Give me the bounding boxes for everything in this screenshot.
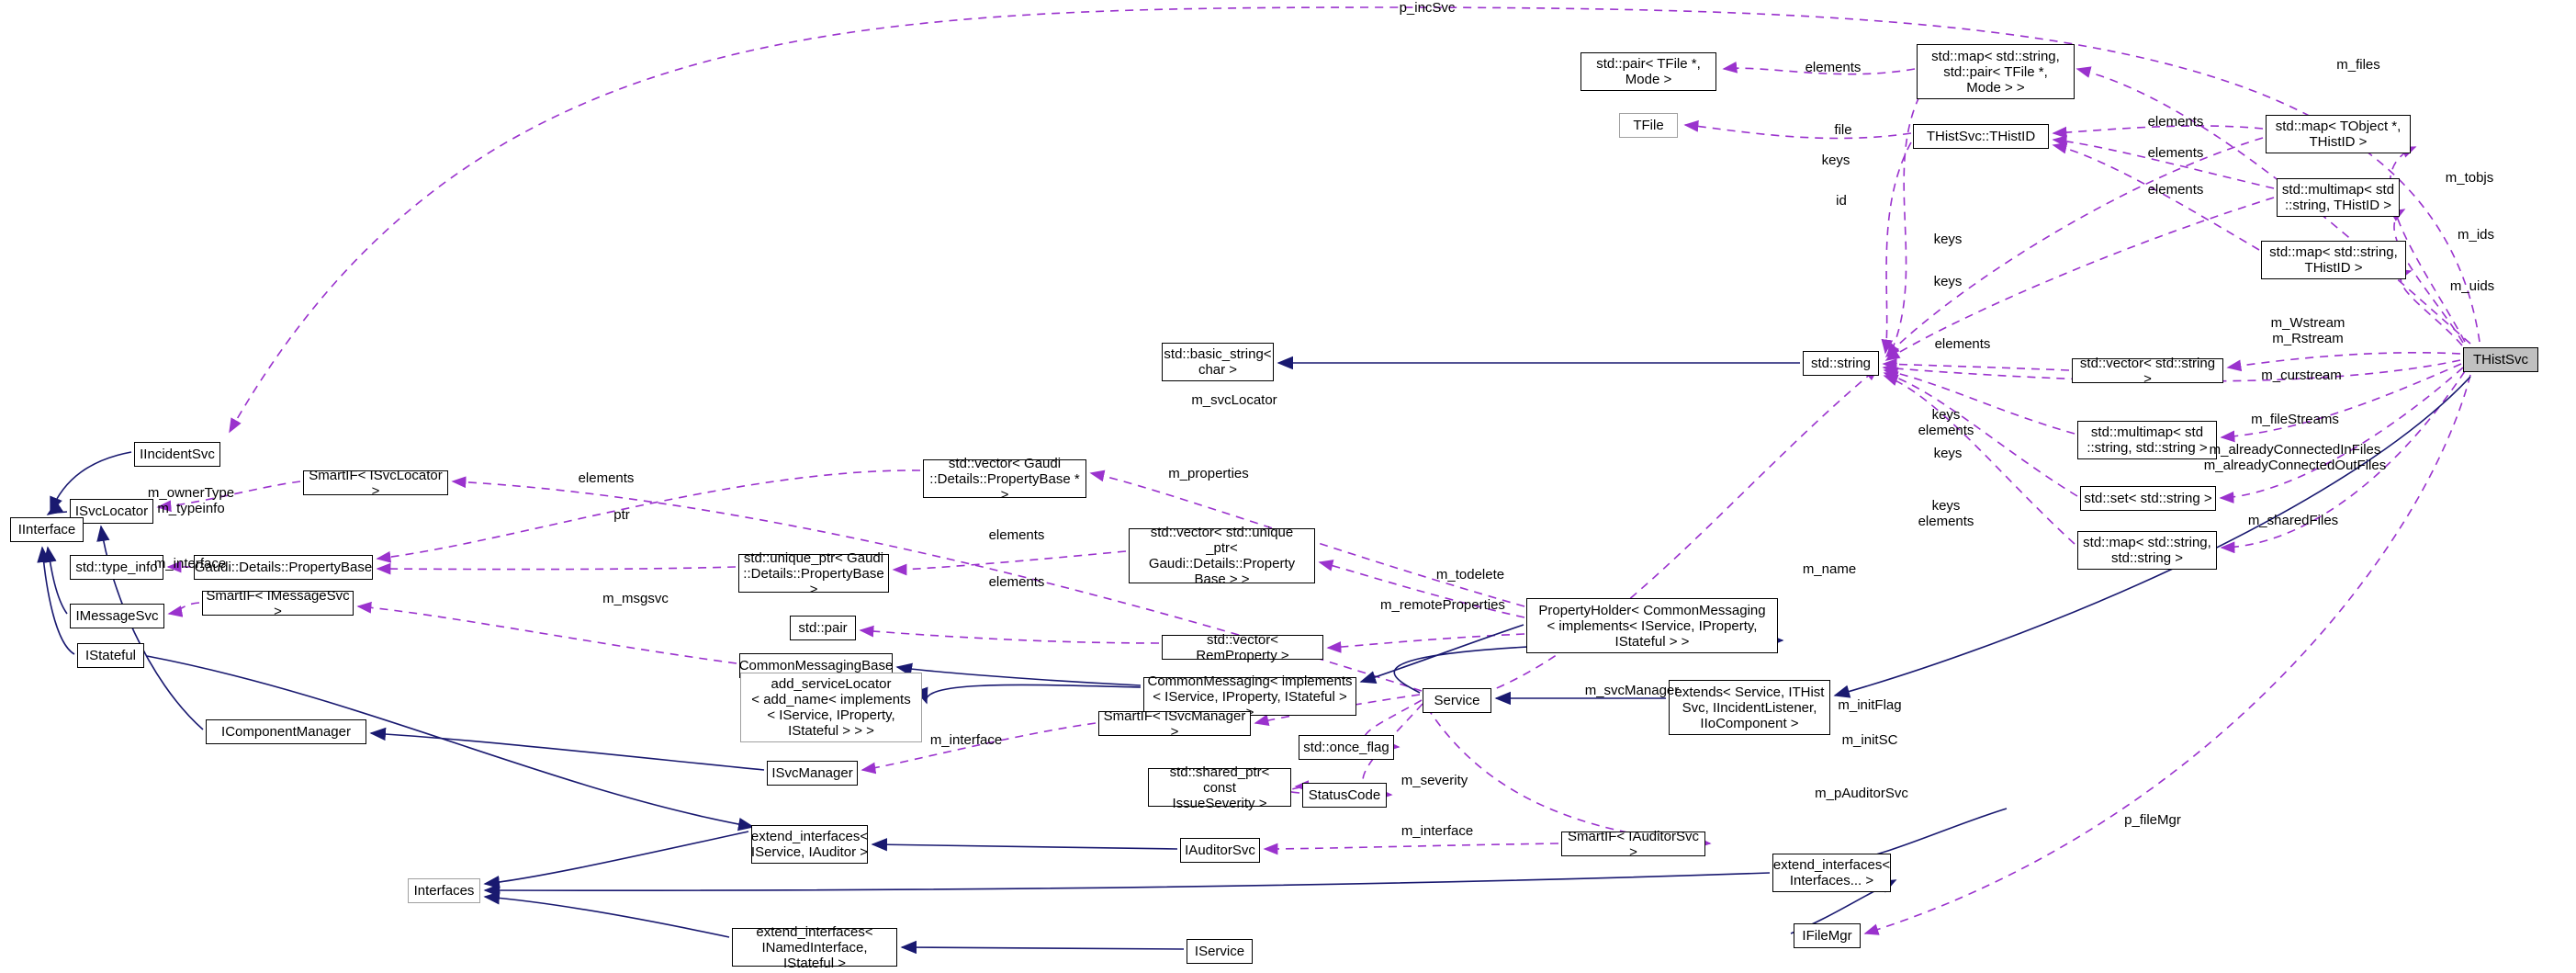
class-node-smartif-iauditorsvc[interactable]: SmartIF< IAuditorSvc > <box>1561 829 1705 860</box>
class-node-multimap-string-thistid[interactable]: std::multimap< std ::string, THistID > <box>2277 178 2400 217</box>
edge-label-keys-elements-2: keys elements <box>1918 498 1974 529</box>
class-node-basic-string-char[interactable]: std::basic_string< char > <box>1162 343 1274 381</box>
class-node-vector-remproperty[interactable]: std::vector< RemProperty > <box>1162 632 1323 663</box>
edge-label-keys-3: keys <box>1933 274 1963 289</box>
class-node-imessagesvc[interactable]: IMessageSvc <box>70 604 164 628</box>
class-node-ifilemgr[interactable]: IFileMgr <box>1794 923 1861 948</box>
class-node-map-string-string[interactable]: std::map< std::string, std::string > <box>2077 531 2217 570</box>
edge-label-p-filemgr: p_fileMgr <box>2124 812 2181 828</box>
edge-label-m-msgsvc: m_msgsvc <box>602 591 669 606</box>
edge-label-elements-2: elements <box>2147 114 2204 130</box>
edge-label-m-initflag: m_initFlag <box>1838 697 1902 713</box>
edge-label-elements-4: elements <box>2147 182 2204 198</box>
edge-label-m-name: m_name <box>1802 561 1857 577</box>
edge-label-p-incsvc: p_incSvc <box>1399 0 1456 16</box>
class-node-map-string-pair[interactable]: std::map< std::string, std::pair< TFile … <box>1917 44 2075 99</box>
class-node-extend-interfaces-iservice-iauditor[interactable]: extend_interfaces< IService, IAuditor > <box>751 825 868 864</box>
class-node-string[interactable]: std::string <box>1803 351 1879 376</box>
class-node-pair-tfile-mode[interactable]: std::pair< TFile *, Mode > <box>1580 52 1716 91</box>
class-node-iauditorsvc[interactable]: IAuditorSvc <box>1180 838 1260 863</box>
class-node-istateful[interactable]: IStateful <box>77 643 144 668</box>
edge-label-m-initsc: m_initSC <box>1841 732 1898 748</box>
edge-label-m-remoteproperties: m_remoteProperties <box>1380 597 1505 613</box>
class-node-vector-unique-ptr-propbase[interactable]: std::vector< std::unique _ptr< Gaudi::De… <box>1129 525 1315 587</box>
edge-label-ptr: ptr <box>613 507 630 523</box>
edge-label-m-svclocator: m_svcLocator <box>1191 392 1277 408</box>
class-node-iincidentsvc[interactable]: IIncidentSvc <box>134 442 220 467</box>
edge-label-m-files: m_files <box>2336 57 2380 73</box>
edge-label-m-ids: m_ids <box>2457 227 2494 243</box>
edge-label-id: id <box>1836 193 1847 209</box>
edge-label-elements-1: elements <box>1805 60 1862 75</box>
class-node-propertyholder[interactable]: PropertyHolder< CommonMessaging < implem… <box>1526 598 1778 653</box>
edge-label-m-ownertype: m_ownerType m_typeinfo <box>147 485 235 516</box>
edge-label-keys-1: keys <box>1821 153 1850 168</box>
edge-label-elements-6: elements <box>578 470 635 486</box>
class-node-pair[interactable]: std::pair <box>790 616 856 640</box>
class-node-vector-string[interactable]: std::vector< std::string > <box>2072 356 2223 387</box>
class-node-map-string-thistid[interactable]: std::map< std::string, THistID > <box>2261 241 2406 279</box>
edge-label-m-severity: m_severity <box>1400 773 1468 788</box>
edge-label-m-curstream: m_curstream <box>2261 368 2342 383</box>
class-node-map-tobject-thistid[interactable]: std::map< TObject *, THistID > <box>2266 115 2411 153</box>
class-node-vector-gaudi-propbase-ptr[interactable]: std::vector< Gaudi ::Details::PropertyBa… <box>923 456 1086 503</box>
edge-label-m-properties: m_properties <box>1168 466 1249 481</box>
edge-label-m-interface-1: m_interface <box>153 556 227 571</box>
class-node-service[interactable]: Service <box>1423 688 1491 713</box>
edge-label-elements-3: elements <box>2147 145 2204 161</box>
edge-label-elements-5: elements <box>1934 336 1991 352</box>
edge-label-m-svcmanager: m_svcManager <box>1584 683 1680 698</box>
class-node-interface[interactable]: IInterface <box>10 517 84 542</box>
edge-label-m-interface-3: m_interface <box>1400 823 1474 839</box>
class-node-unique-ptr-propbase[interactable]: std::unique_ptr< Gaudi ::Details::Proper… <box>738 550 889 597</box>
class-node-interfaces[interactable]: Interfaces <box>408 878 480 903</box>
class-node-extend-interfaces-inamed[interactable]: extend_interfaces< INamedInterface, ISta… <box>732 924 897 971</box>
class-node-add-servicelocator[interactable]: add_serviceLocator < add_name< implement… <box>740 673 922 742</box>
class-node-iservice[interactable]: IService <box>1187 939 1253 964</box>
edge-label-m-tobjs: m_tobjs <box>2445 170 2494 186</box>
edge-label-file: file <box>1834 122 1852 138</box>
edge-label-m-interface-2: m_interface <box>929 732 1003 748</box>
edge-label-m-pauditorsvc: m_pAuditorSvc <box>1815 786 1908 801</box>
class-node-smartif-isvclocator[interactable]: SmartIF< ISvcLocator > <box>303 468 448 499</box>
class-node-smartif-imessagesvc[interactable]: SmartIF< IMessageSvc > <box>202 588 354 619</box>
class-node-thistsvc[interactable]: THistSvc <box>2463 347 2538 372</box>
edge-label-elements-7: elements <box>988 527 1045 543</box>
class-node-smartif-isvcmanager[interactable]: SmartIF< ISvcManager > <box>1098 708 1251 740</box>
edge-label-keys-elements-1: keys elements <box>1918 407 1974 438</box>
edge-label-m-filestreams: m_fileStreams <box>2251 412 2339 427</box>
class-node-set-string[interactable]: std::set< std::string > <box>2080 486 2216 511</box>
class-node-extend-interfaces-variadic[interactable]: extend_interfaces< Interfaces... > <box>1772 854 1891 892</box>
class-node-isvcmanager[interactable]: ISvcManager <box>767 761 858 786</box>
class-node-thistsvc-thistid[interactable]: THistSvc::THistID <box>1913 124 2049 149</box>
class-node-shared-ptr-issueseverity[interactable]: std::shared_ptr< const IssueSeverity > <box>1148 764 1291 811</box>
edge-label-elements-8: elements <box>988 574 1045 590</box>
edge-label-m-wstream: m_Wstream m_Rstream <box>2270 315 2345 346</box>
edge-label-keys-4: keys <box>1933 446 1963 461</box>
edge-label-m-sharedfiles: m_sharedFiles <box>2247 513 2339 528</box>
edge-label-m-already-connected: m_alreadyConnectedInFiles m_alreadyConne… <box>2203 442 2387 473</box>
class-node-statuscode[interactable]: StatusCode <box>1302 783 1387 808</box>
class-node-icomponentmanager[interactable]: IComponentManager <box>206 719 366 744</box>
class-node-once-flag[interactable]: std::once_flag <box>1299 735 1394 760</box>
edge-label-keys-2: keys <box>1933 232 1963 247</box>
edge-label-m-uids: m_uids <box>2449 278 2495 294</box>
class-node-tfile[interactable]: TFile <box>1619 113 1678 138</box>
edge-label-m-todelete: m_todelete <box>1435 567 1505 583</box>
